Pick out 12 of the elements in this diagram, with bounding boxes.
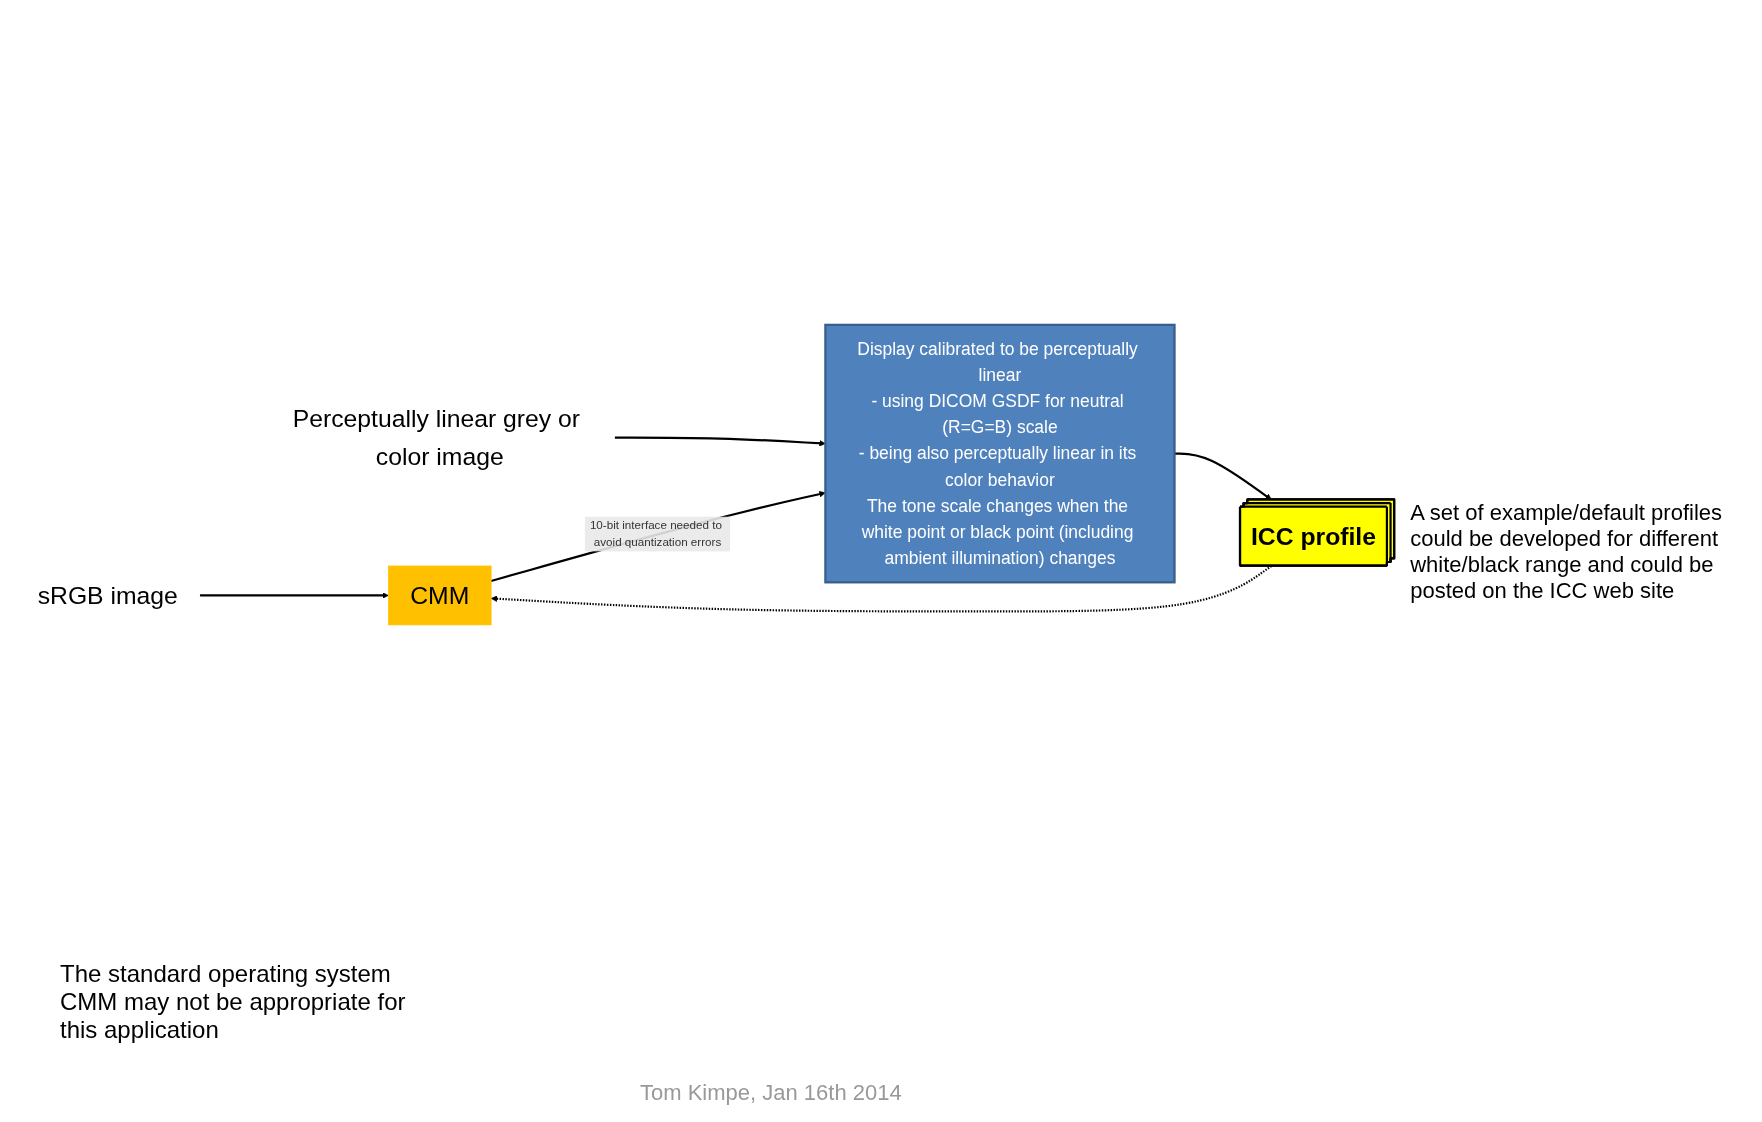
- node-box: CMM: [388, 565, 492, 626]
- node-text: sRGB image: [37, 581, 178, 610]
- arrow: [490, 491, 826, 583]
- footer-text: Tom Kimpe, Jan 16th 2014: [640, 1080, 902, 1106]
- note-text: The standard operating system CMM may not be appropriate for this application: [60, 960, 407, 1044]
- arrow: [490, 565, 1273, 613]
- edge-label: 10-bit interface needed to avoid quantization errors: [589, 518, 722, 549]
- node-text: Perceptually linear grey or color image: [292, 404, 580, 470]
- arrow: [614, 436, 826, 447]
- arrow: [199, 592, 389, 599]
- caption-text: A set of example/default profiles could be developed for different white/black range and could be posted on the ICC web site: [1410, 499, 1724, 604]
- node-box: Display calibrated to be perceptually linear - using DICOM GSDF for neutral (R=G=B) scale - being also perceptually linear in its color behavior The tone scale changes when the white point or black point (including ambient illumination) changes: [824, 323, 1176, 584]
